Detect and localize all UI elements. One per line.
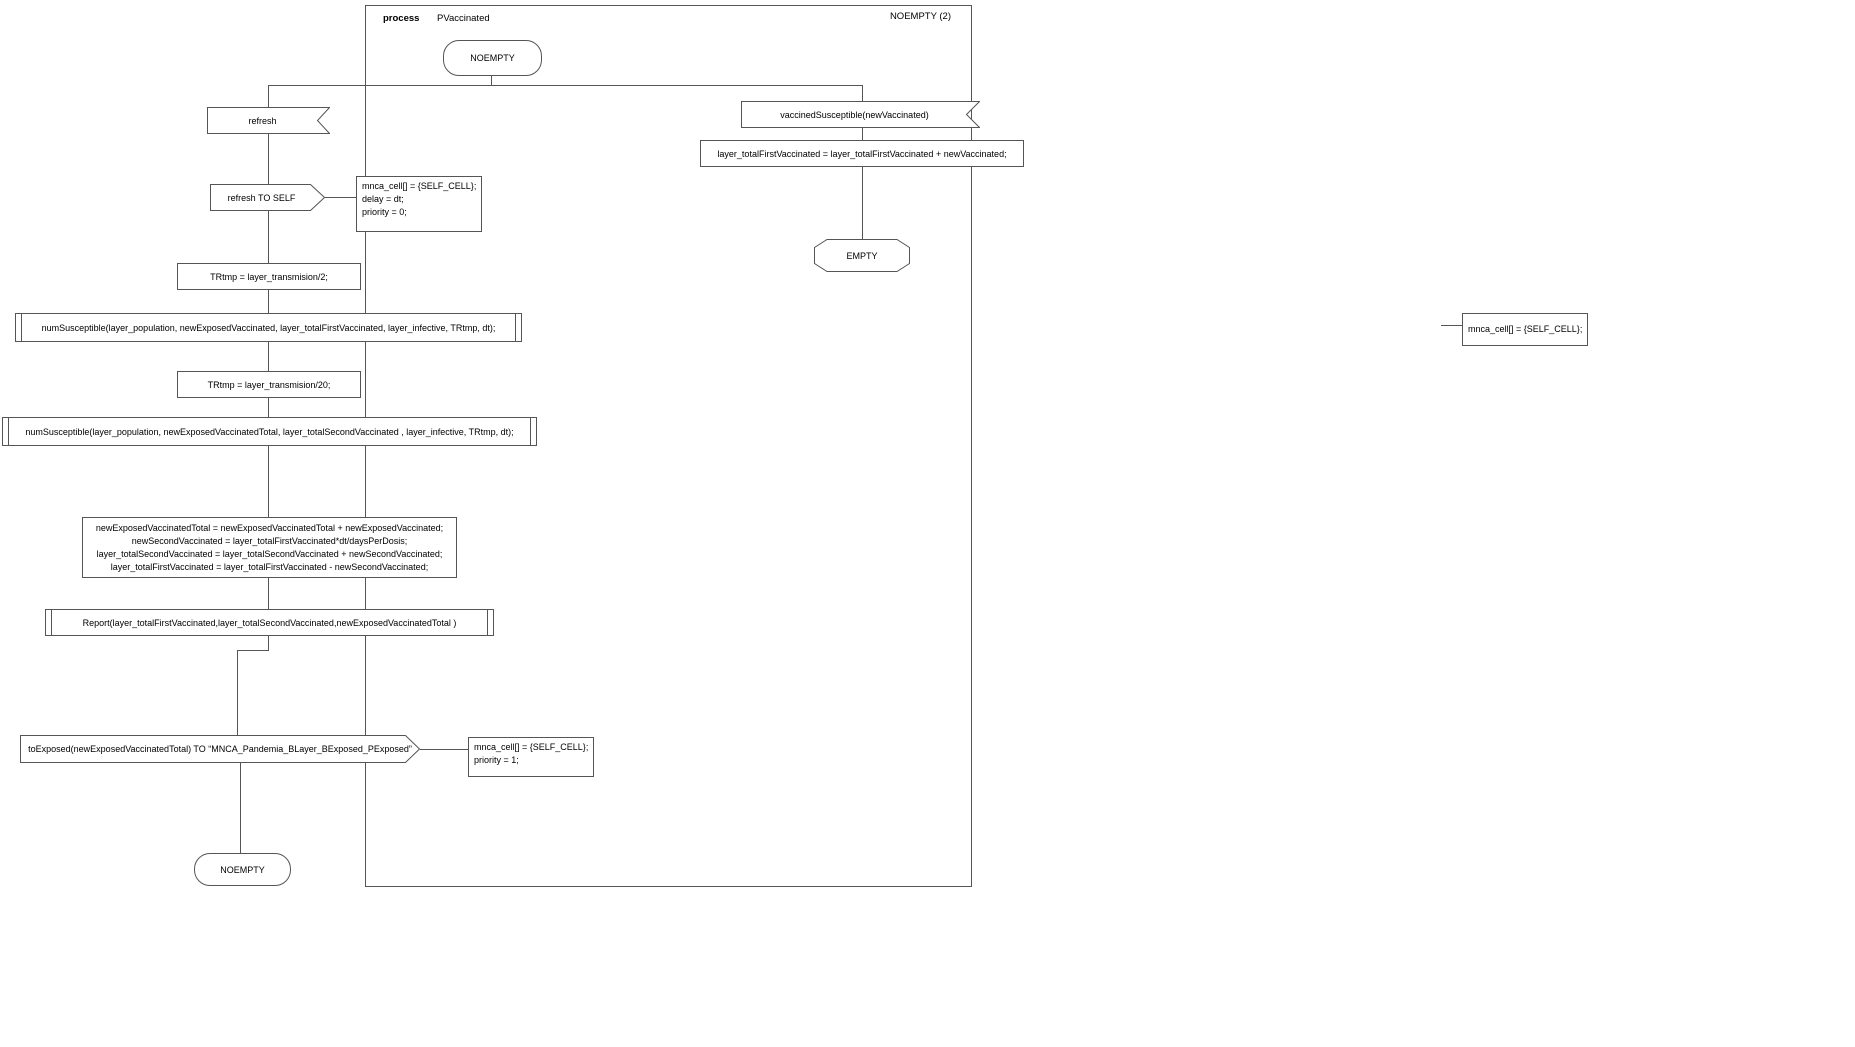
- state-label: NOEMPTY: [220, 864, 265, 875]
- connector-line: [862, 85, 863, 101]
- procedure-numsusceptible-1[interactable]: numSusceptible(layer_population, newExpo…: [15, 313, 522, 342]
- connector-line: [268, 85, 863, 86]
- procedure-numsusceptible-2[interactable]: numSusceptible(layer_population, newExpo…: [2, 417, 537, 446]
- task-trtmp-2[interactable]: TRtmp = layer_transmision/20;: [177, 371, 361, 398]
- input-signal-vaccined-susceptible[interactable]: vaccinedSusceptible(newVaccinated): [741, 101, 980, 128]
- task-label: TRtmp = layer_transmision/2;: [210, 271, 328, 282]
- comment-line: priority = 1;: [474, 755, 519, 765]
- comment-line: mnca_cell[] = {SELF_CELL};: [362, 181, 477, 191]
- task-first-vaccinated[interactable]: layer_totalFirstVaccinated = layer_total…: [700, 140, 1024, 167]
- connector-line: [268, 211, 269, 263]
- comment-line: mnca_cell[] = {SELF_CELL};: [474, 742, 589, 752]
- state-start-noempty[interactable]: NOEMPTY: [443, 40, 542, 76]
- output-signal-refresh-self[interactable]: refresh TO SELF: [210, 184, 325, 211]
- task-label: layer_totalFirstVaccinated = layer_total…: [717, 148, 1007, 159]
- connector-line: [240, 763, 241, 853]
- comment-detached[interactable]: mnca_cell[] = {SELF_CELL};: [1462, 313, 1589, 346]
- task-trtmp-1[interactable]: TRtmp = layer_transmision/2;: [177, 263, 361, 290]
- state-label: NOEMPTY: [470, 53, 515, 63]
- comment-line: delay = dt;: [362, 194, 404, 204]
- frame-type-label: process: [383, 13, 420, 24]
- input-signal-label: refresh: [248, 115, 277, 126]
- task-line: newSecondVaccinated = layer_totalFirstVa…: [131, 535, 408, 546]
- task-line: layer_totalSecondVaccinated = layer_tota…: [96, 548, 443, 559]
- connector-line: [268, 634, 269, 650]
- connector-line: [268, 444, 269, 517]
- state-end-noempty[interactable]: NOEMPTY: [194, 853, 291, 886]
- task-label: TRtmp = layer_transmision/20;: [207, 379, 331, 390]
- input-signal-refresh[interactable]: refresh: [207, 107, 330, 134]
- frame-state-label: NOEMPTY (2): [889, 11, 951, 22]
- connector-line: [420, 749, 468, 750]
- task-line: newExposedVaccinatedTotal = newExposedVa…: [95, 522, 444, 533]
- state-label: EMPTY: [846, 250, 878, 261]
- input-signal-label: vaccinedSusceptible(newVaccinated): [780, 109, 929, 120]
- output-signal-to-exposed[interactable]: toExposed(newExposedVaccinatedTotal) TO …: [20, 735, 420, 763]
- connector-line: [268, 85, 269, 107]
- state-empty[interactable]: EMPTY: [814, 239, 910, 272]
- output-signal-label: refresh TO SELF: [227, 192, 296, 203]
- task-assignments-block[interactable]: newExposedVaccinatedTotal = newExposedVa…: [82, 517, 457, 578]
- connector-line: [268, 134, 269, 184]
- comment-refresh-self[interactable]: mnca_cell[] = {SELF_CELL}; delay = dt; p…: [356, 176, 483, 232]
- comment-line: priority = 0;: [362, 207, 407, 217]
- connector-line: [237, 650, 238, 735]
- procedure-label: numSusceptible(layer_population, newExpo…: [25, 426, 514, 437]
- output-signal-label: toExposed(newExposedVaccinatedTotal) TO …: [28, 744, 412, 754]
- connector-line: [237, 650, 269, 651]
- procedure-label: numSusceptible(layer_population, newExpo…: [41, 322, 496, 333]
- connector-line: [491, 74, 492, 85]
- connector-line: [1441, 325, 1462, 326]
- connector-line: [862, 165, 863, 239]
- procedure-label: Report(layer_totalFirstVaccinated,layer_…: [82, 617, 457, 628]
- comment-to-exposed[interactable]: mnca_cell[] = {SELF_CELL}; priority = 1;: [468, 737, 595, 777]
- procedure-report[interactable]: Report(layer_totalFirstVaccinated,layer_…: [45, 609, 494, 636]
- process-title: PVaccinated: [437, 13, 490, 24]
- task-line: layer_totalFirstVaccinated = layer_total…: [110, 561, 429, 572]
- connector-line: [862, 128, 863, 140]
- connector-line: [268, 288, 269, 313]
- connector-line: [268, 576, 269, 609]
- connector-line: [268, 396, 269, 417]
- connector-line: [325, 197, 356, 198]
- connector-line: [268, 340, 269, 371]
- process-frame: [365, 5, 972, 887]
- comment-line: mnca_cell[] = {SELF_CELL};: [1468, 324, 1583, 334]
